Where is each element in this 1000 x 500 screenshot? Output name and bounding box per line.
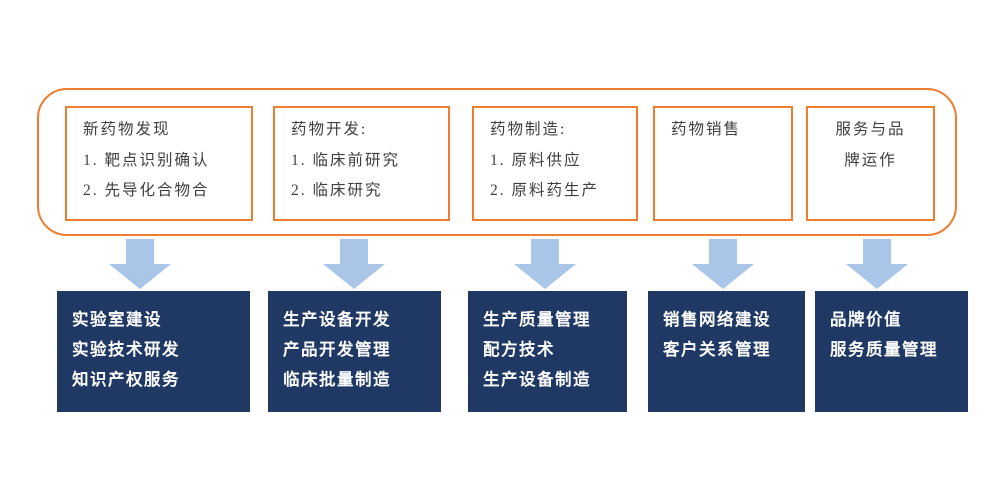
down-arrow-icon [323,239,385,289]
stage-box-drug-development: 药物开发: 1. 临床前研究 2. 临床研究 [273,106,450,221]
stage-item: 1. 原料供应 [490,151,582,169]
stage-title: 牌运作 [844,151,897,169]
stage-item: 2. 先导化合物合 [83,182,210,199]
stage-title: 服务与品 [835,121,906,138]
service-box-sales-network: 销售网络建设 客户关系管理 [648,291,805,412]
service-item: 知识产权服务 [72,370,180,389]
stage-item: 1. 靶点识别确认 [83,151,210,169]
service-item: 配方技术 [483,340,555,359]
service-item: 临床批量制造 [283,370,391,389]
stage-title: 药物开发: [291,121,368,138]
down-arrow-icon [109,239,171,289]
service-item: 产品开发管理 [283,340,391,359]
service-item: 实验技术研发 [72,340,180,359]
stage-box-service-brand: 服务与品 牌运作 [806,106,935,221]
stage-title: 药物制造: [490,121,567,138]
down-arrow-icon [692,239,754,289]
stage-title: 药物销售 [671,121,742,138]
stage-box-drug-discovery: 新药物发现 1. 靶点识别确认 2. 先导化合物合 [65,106,253,221]
service-item: 服务质量管理 [830,340,938,359]
stage-title: 新药物发现 [83,121,171,138]
down-arrow-icon [514,239,576,289]
service-box-quality-management: 生产质量管理 配方技术 生产设备制造 [468,291,627,412]
service-item: 客户关系管理 [663,340,771,359]
service-box-production-dev: 生产设备开发 产品开发管理 临床批量制造 [268,291,441,412]
stage-box-drug-manufacturing: 药物制造: 1. 原料供应 2. 原料药生产 [472,106,638,221]
service-item: 销售网络建设 [663,310,771,329]
service-item: 生产设备开发 [283,310,391,329]
stage-item: 2. 临床研究 [291,182,383,199]
service-item: 品牌价值 [830,310,902,329]
service-item: 生产设备制造 [483,370,591,389]
stage-box-drug-sales: 药物销售 [653,106,793,221]
service-item: 实验室建设 [72,310,162,329]
down-arrow-icon [846,239,908,289]
service-box-brand-value: 品牌价值 服务质量管理 [815,291,968,412]
service-box-lab-services: 实验室建设 实验技术研发 知识产权服务 [57,291,250,412]
service-item: 生产质量管理 [483,310,591,329]
stage-item: 2. 原料药生产 [490,182,600,199]
stage-item: 1. 临床前研究 [291,151,401,169]
